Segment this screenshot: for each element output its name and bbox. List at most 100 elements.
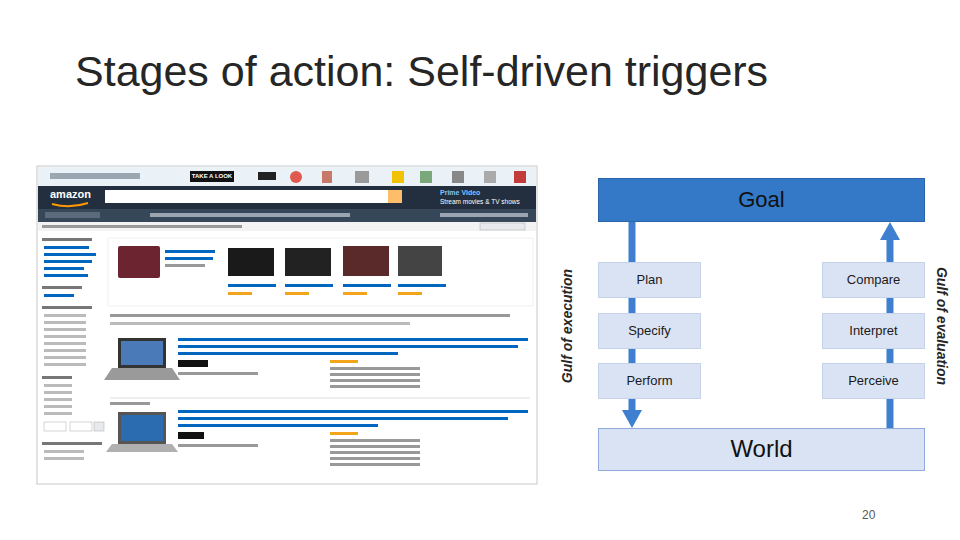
filter-sidebar (44, 294, 74, 297)
filter-sidebar (44, 267, 84, 270)
promo-strip (322, 171, 332, 183)
node-label: Specify (628, 323, 671, 339)
store-logo: amazon (50, 188, 91, 201)
listing-one (121, 341, 163, 365)
promo-strip (420, 171, 432, 183)
product-row (343, 284, 391, 287)
listing-one (110, 322, 410, 325)
node-label: Interpret (849, 323, 897, 339)
slide-title: Stages of action: Self-driven triggers (75, 47, 768, 96)
filter-sidebar (44, 253, 96, 256)
filter-sidebar (44, 391, 72, 394)
header-promo: Stream movies & TV shows (440, 198, 520, 206)
filter-sidebar (44, 457, 84, 460)
promo-strip (392, 171, 404, 183)
listing-one (330, 360, 358, 363)
product-row (228, 292, 252, 295)
filter-sidebar (44, 260, 92, 263)
flow-line (886, 298, 893, 313)
site-header (38, 186, 536, 222)
listing-two (178, 417, 508, 420)
listing-two (330, 463, 420, 466)
listing-two (330, 439, 420, 442)
node-label: Goal (738, 187, 784, 213)
filter-sidebar (44, 335, 86, 338)
listing-two (178, 432, 204, 439)
listing-two (178, 410, 528, 413)
flow-arrow (631, 298, 632, 313)
product-row (343, 246, 389, 276)
filter-sidebar (44, 349, 86, 352)
listing-one (178, 352, 398, 355)
product-row (398, 284, 446, 287)
listing-two (330, 432, 358, 435)
flow-arrow (622, 399, 642, 428)
listing-two (121, 415, 163, 441)
flow-arrow (631, 349, 632, 363)
node-label: Plan (636, 272, 662, 288)
filter-sidebar (44, 342, 86, 345)
stage-box: Plan (598, 262, 701, 298)
page-number: 20 (862, 508, 875, 522)
product-row (228, 284, 276, 287)
site-header (150, 213, 350, 217)
screenshot-frame (37, 166, 537, 484)
flow-line (628, 349, 635, 363)
promo-strip (190, 171, 234, 182)
promo-strip (484, 171, 496, 183)
site-header (388, 190, 402, 203)
filter-sidebar (44, 314, 86, 317)
filter-sidebar (42, 376, 72, 379)
site-header (45, 212, 100, 218)
product-row (285, 284, 333, 287)
arrow-head (880, 222, 900, 240)
stage-box: Interpret (822, 313, 925, 349)
listing-one (178, 345, 518, 348)
product-row (285, 292, 309, 295)
site-header (440, 213, 528, 217)
flow-arrow (889, 298, 890, 313)
results-bar (42, 225, 242, 228)
site-header (105, 190, 390, 203)
filter-sidebar (44, 412, 72, 415)
node-label: World (730, 435, 792, 464)
flow-arrow (889, 399, 890, 428)
product-row (343, 292, 367, 295)
filter-sidebar (42, 306, 92, 309)
screenshot-frame (37, 166, 537, 484)
gulf-label: Gulf of evaluation (934, 267, 951, 385)
flow-line (886, 238, 893, 262)
site-header (38, 209, 536, 222)
flow-line (886, 399, 893, 428)
filter-sidebar (44, 384, 72, 387)
filter-sidebar (44, 405, 72, 408)
listing-two (330, 445, 420, 448)
listing-one (104, 314, 528, 388)
results-bar (38, 222, 536, 231)
listing-one (118, 338, 166, 368)
listing-one (104, 368, 180, 380)
listing-one (178, 338, 528, 341)
promo-strip (258, 172, 276, 180)
stage-box: Compare (822, 262, 925, 298)
listing-one (330, 367, 420, 370)
stage-box: Perceive (822, 363, 925, 399)
product-row (108, 238, 533, 306)
flow-arrow (889, 349, 890, 363)
promo-strip (38, 167, 536, 186)
listing-two (178, 444, 258, 447)
filter-sidebar (44, 356, 86, 359)
promo-strip (452, 171, 464, 183)
flow-line (628, 222, 635, 262)
product-row (398, 246, 442, 276)
site-header (38, 186, 536, 222)
product-row (165, 250, 215, 253)
filter-sidebar (44, 450, 84, 453)
flow-line (628, 298, 635, 313)
results-bar (480, 223, 525, 230)
promo-strip (355, 171, 369, 183)
listing-two (330, 457, 420, 460)
node-label: Perceive (848, 373, 899, 389)
listing-one (110, 314, 510, 317)
